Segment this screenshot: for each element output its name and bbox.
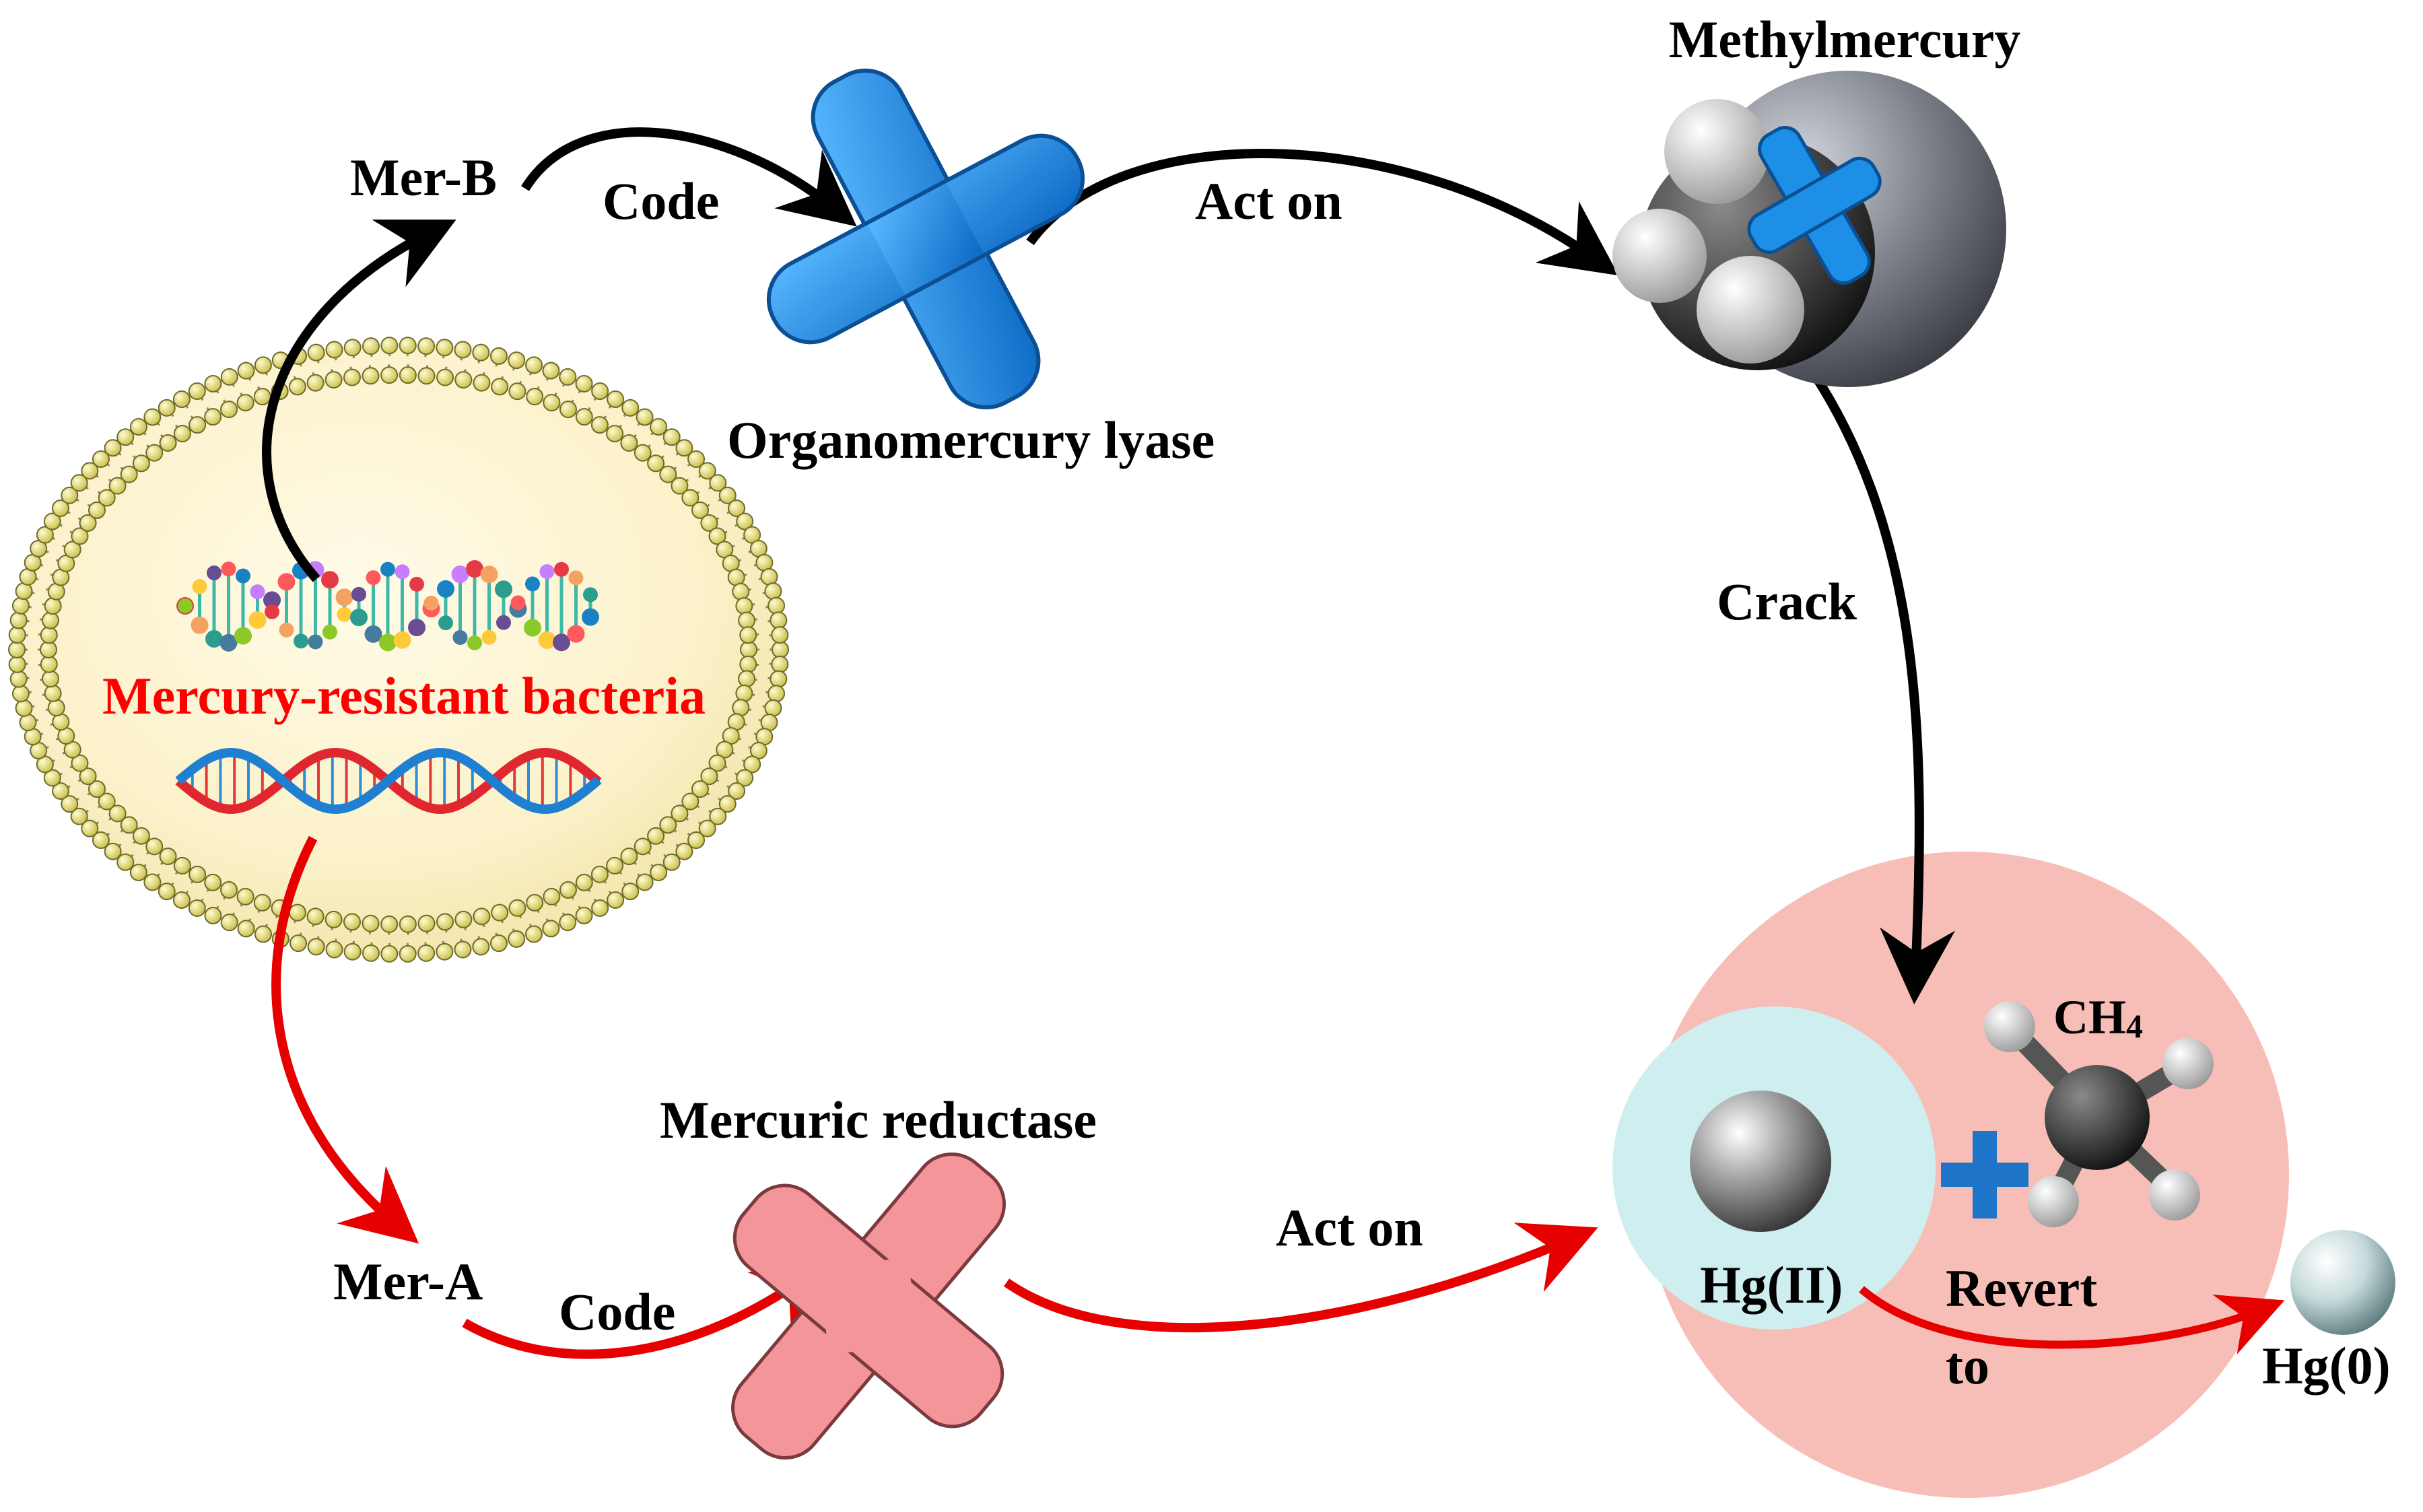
blue-cross-enzyme-icon <box>766 68 1085 410</box>
revert-label: Revert <box>1946 1259 2097 1317</box>
act-on-top-label: Act on <box>1195 172 1342 230</box>
code-top-label: Code <box>603 172 719 230</box>
arrow-cell-to-mer-b <box>262 219 456 582</box>
elemental-mercury-sphere-icon <box>2290 1230 2395 1335</box>
mercuric-reductase-label: Mercuric reductase <box>660 1091 1097 1149</box>
dna-helix-icon <box>175 747 602 815</box>
arrow-mer-a-to-reductase <box>462 1259 831 1359</box>
organomercury-lyase-label: Organomercury lyase <box>727 411 1215 469</box>
pink-cross-enzyme-icon <box>731 1152 1006 1460</box>
methylmercury-label: Methylmercury <box>1669 10 2021 69</box>
hg-ii-label: Hg(II) <box>1700 1256 1843 1314</box>
arrow-crack <box>1794 347 1956 1004</box>
mer-b-label: Mer-B <box>350 148 497 207</box>
bacteria-label: Mercury-resistant bacteria <box>102 666 706 725</box>
arrow-reductase-to-hg-ii <box>1004 1223 1598 1333</box>
methylmercury-molecule-icon <box>1612 71 2006 387</box>
plus-icon <box>1941 1131 2028 1218</box>
mercury-sphere-icon <box>1690 1091 1831 1232</box>
cell-membrane <box>8 337 789 963</box>
to-label: to <box>1946 1336 1989 1395</box>
blue-cross-small-icon <box>1747 126 1882 285</box>
act-on-bottom-label: Act on <box>1276 1198 1423 1257</box>
crack-label: Crack <box>1717 572 1857 631</box>
arrow-cell-to-mer-a <box>271 835 419 1244</box>
mer-a-label: Mer-A <box>333 1252 483 1311</box>
arrow-revert <box>1859 1286 2285 1355</box>
dna-bead-icon <box>176 560 599 652</box>
methane-molecule-icon <box>1984 1001 2214 1227</box>
ch4-label: CH4 <box>2053 990 2143 1045</box>
code-bottom-label: Code <box>559 1282 675 1341</box>
arrow-mer-b-to-lyase <box>521 127 857 227</box>
bacterial-cell <box>8 337 789 963</box>
hg-0-label: Hg(0) <box>2262 1336 2391 1395</box>
